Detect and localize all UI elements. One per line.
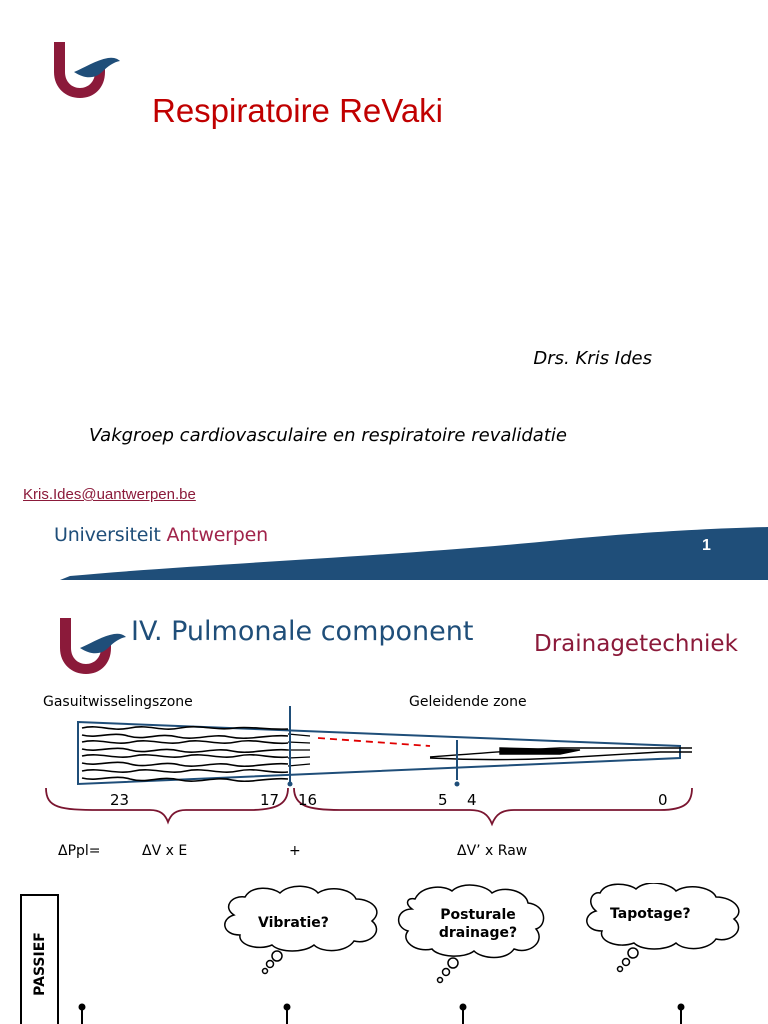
content-slide: IV. Pulmonale component Drainagetechniek… <box>0 588 768 1024</box>
department-text: Vakgroep cardiovasculaire en respiratoir… <box>89 425 567 446</box>
slide-title: Respiratoire ReVaki <box>152 92 444 129</box>
page-number: 1 <box>702 537 711 554</box>
slide-subtitle: Drainagetechniek <box>534 631 738 657</box>
zone-left-label: Gasuitwisselingszone <box>43 694 193 710</box>
bubble-tapotage: Tapotage? <box>610 906 691 922</box>
marker-dot <box>287 781 293 787</box>
bubble-cloud <box>398 884 545 959</box>
airway-diagram <box>45 706 693 827</box>
bubble-trail <box>261 967 269 975</box>
bubble-trail <box>271 950 283 962</box>
slide-title: IV. Pulmonale component <box>131 616 474 647</box>
email-link[interactable]: Kris.Ides@uantwerpen.be <box>23 486 196 503</box>
generation-label: 5 <box>438 791 448 809</box>
alveoli-pattern <box>81 725 289 783</box>
formula-term1: ΔV x E <box>142 843 188 859</box>
university-wordmark: Universiteit Antwerpen <box>54 524 268 546</box>
formula-term2: ΔV’ x Raw <box>457 843 528 859</box>
passief-box: PASSIEF <box>20 894 59 1024</box>
bubble-trail <box>441 967 451 977</box>
bubble-posturale: Posturale drainage? <box>430 906 526 942</box>
bubble-trail <box>616 965 624 973</box>
footer-banner <box>60 527 768 580</box>
university-logo-icon <box>60 618 126 674</box>
university-logo-icon <box>54 42 120 98</box>
conducting-airway <box>429 747 692 761</box>
formula-lhs: ΔPpl= <box>58 843 101 859</box>
brace-right <box>293 787 693 827</box>
university-name-part1: Universiteit <box>54 524 161 546</box>
thought-bubbles <box>78 883 740 1024</box>
red-dashed-line <box>317 737 431 747</box>
brace-left <box>45 787 289 825</box>
bubble-cloud <box>224 885 378 952</box>
generation-label: 0 <box>658 791 668 809</box>
bubble-trail <box>265 959 275 969</box>
timeline-pins <box>78 1003 685 1024</box>
bubble-trail <box>436 976 444 984</box>
passief-label: PASSIEF <box>31 932 48 996</box>
bubble-trail <box>627 947 639 959</box>
bubble-vibratie: Vibratie? <box>258 915 329 931</box>
bronchi-lines <box>287 733 311 767</box>
bubble-cloud <box>586 883 740 950</box>
author-name: Drs. Kris Ides <box>533 348 652 369</box>
university-name-part2: Antwerpen <box>166 524 268 546</box>
generation-label: 23 <box>110 791 130 809</box>
title-slide: Respiratoire ReVaki Drs. Kris Ides Vakgr… <box>23 42 768 580</box>
generation-label: 16 <box>298 791 318 809</box>
generation-label: 17 <box>260 791 280 809</box>
formula-plus: + <box>289 843 301 859</box>
bubble-trail <box>447 957 459 969</box>
slide-separator <box>0 580 768 588</box>
zone-right-label: Geleidende zone <box>409 694 527 710</box>
bubble-posturale-line2: drainage? <box>438 925 518 941</box>
airway-outline <box>77 720 681 786</box>
marker-dot <box>454 781 460 787</box>
bubble-posturale-line1: Posturale <box>440 907 516 923</box>
bubble-trail <box>621 957 631 967</box>
generation-label: 4 <box>467 791 477 809</box>
